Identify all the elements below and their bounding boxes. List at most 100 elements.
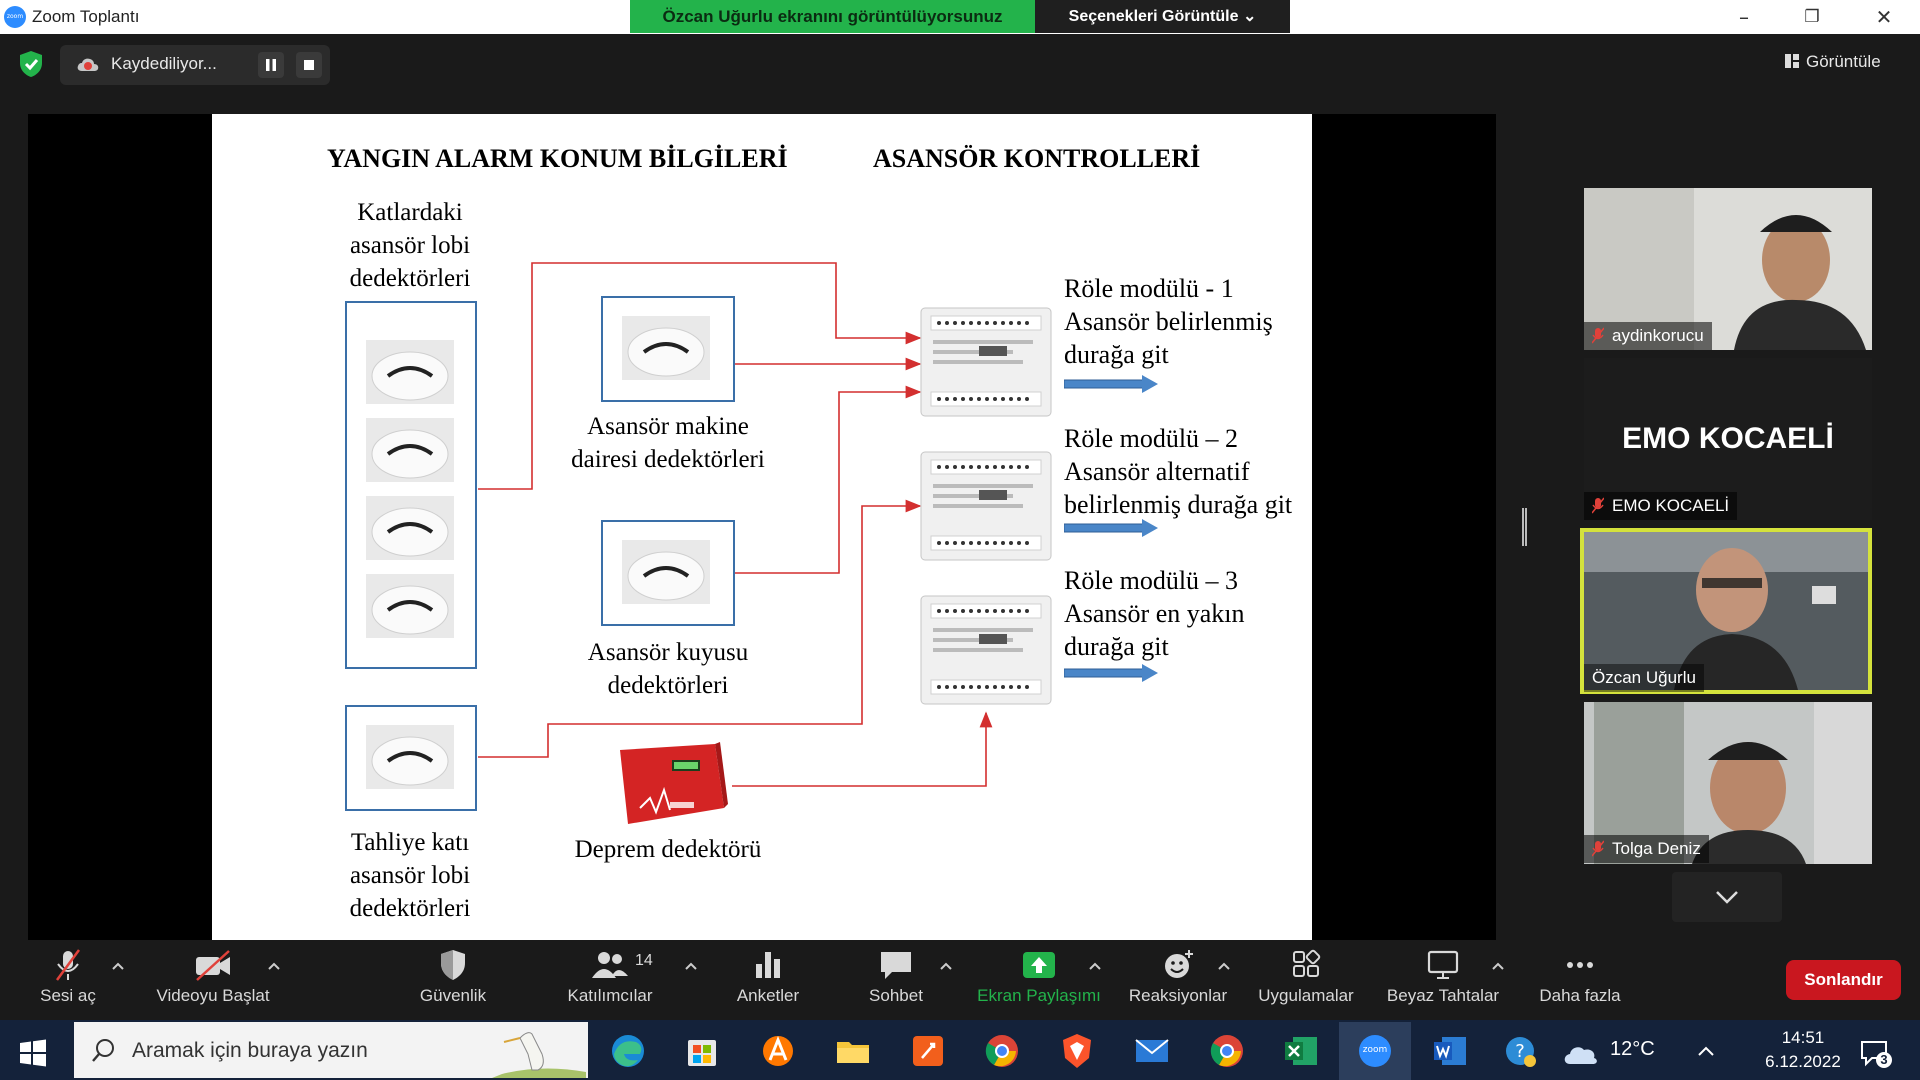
panel-resize-handle[interactable] xyxy=(1522,508,1527,546)
view-button[interactable]: Görüntüle xyxy=(1784,46,1904,78)
more-button[interactable]: Daha fazla xyxy=(1520,948,1640,1012)
participants-button[interactable]: 14 Katılımcılar xyxy=(550,948,670,1012)
reactions-button[interactable]: Reaksiyonlar xyxy=(1118,948,1238,1012)
relay-module-icon xyxy=(920,451,1052,561)
clock-time: 14:51 xyxy=(1781,1028,1825,1047)
windows-start-icon[interactable] xyxy=(18,1038,48,1068)
relay-desc: durağa git xyxy=(1064,632,1169,661)
cloud-recording-icon xyxy=(77,58,99,71)
view-options-label: Seçenekleri Görüntüle xyxy=(1068,8,1239,25)
chevron-up-icon[interactable] xyxy=(266,960,282,972)
label-line: asansör lobi xyxy=(349,862,471,889)
start-video-button[interactable]: Videoyu Başlat xyxy=(153,948,273,1012)
people-icon xyxy=(592,952,628,978)
stop-recording-button[interactable] xyxy=(296,52,322,78)
polls-button[interactable]: Anketler xyxy=(708,948,828,1012)
recording-indicator xyxy=(60,45,330,85)
chevron-up-icon[interactable] xyxy=(1216,960,1232,972)
notification-center-icon[interactable] xyxy=(1858,1036,1894,1070)
muted-mic-icon xyxy=(55,949,81,981)
label-line: Asansör makine xyxy=(587,413,749,440)
chevron-up-icon[interactable] xyxy=(683,960,699,972)
active-speaker-video-tile[interactable] xyxy=(1580,528,1872,694)
label-line: Asansör kuyusu xyxy=(587,639,749,666)
excel-icon[interactable] xyxy=(1279,1030,1323,1072)
video-off-icon xyxy=(196,950,230,981)
end-meeting-button[interactable]: Sonlandır xyxy=(1786,960,1901,1000)
minimize-icon[interactable]: – xyxy=(1739,5,1749,29)
pause-recording-button[interactable] xyxy=(258,52,284,78)
participants-count: 14 xyxy=(635,952,653,969)
svg-text:?: ? xyxy=(1515,1041,1525,1062)
chevron-up-icon[interactable] xyxy=(1490,960,1506,972)
notification-count: 3 xyxy=(1880,1052,1888,1067)
view-options-button[interactable]: Seçenekleri Görüntüle ⌄ xyxy=(1035,0,1290,33)
word-icon[interactable] xyxy=(1428,1030,1472,1072)
label-line: dedektörleri xyxy=(349,265,471,292)
relay-desc: Asansör en yakın xyxy=(1064,599,1245,628)
brave-icon[interactable] xyxy=(1055,1030,1099,1072)
zoom-icon[interactable] xyxy=(1353,1030,1397,1072)
polls-label: Anketler xyxy=(736,986,800,1005)
chevron-up-icon[interactable] xyxy=(1696,1042,1716,1062)
relay-title: Röle modülü – 2 xyxy=(1064,424,1239,453)
store-icon[interactable] xyxy=(680,1030,724,1072)
participant-name-tag: Özcan Uğurlu xyxy=(1584,664,1704,692)
slide-title-left: YANGIN ALARM KONUM BİLGİLERİ xyxy=(327,144,788,173)
green-shield-check-icon[interactable] xyxy=(18,50,44,78)
mail-icon[interactable] xyxy=(1130,1030,1174,1072)
taskbar-clock[interactable]: 14:51 6.12.2022 xyxy=(1748,1026,1858,1074)
share-screen-button[interactable]: Ekran Paylaşımı xyxy=(971,948,1107,1012)
chevron-up-icon[interactable] xyxy=(110,960,126,972)
label-line: dedektörleri xyxy=(349,895,471,922)
muted-mic-icon xyxy=(1592,840,1604,857)
taskbar-search-box[interactable] xyxy=(74,1022,588,1078)
chrome-icon[interactable] xyxy=(1205,1030,1249,1072)
bar-chart-icon xyxy=(756,952,780,978)
apps-button[interactable]: Uygulamalar xyxy=(1246,948,1366,1012)
unmute-label: Sesi aç xyxy=(40,986,96,1005)
chat-bubble-icon xyxy=(881,952,911,979)
file-explorer-icon[interactable] xyxy=(831,1030,875,1072)
chevron-down-icon xyxy=(1716,891,1738,904)
relay-2-text: Röle modülü – 2 Asansör alternatif belir… xyxy=(1064,422,1292,521)
window-title: Zoom Toplantı xyxy=(32,7,140,26)
smoke-detector-icon xyxy=(622,540,710,604)
start-video-label: Videoyu Başlat xyxy=(156,986,270,1005)
muted-mic-icon xyxy=(1592,497,1604,514)
shaft-label: Asansör kuyusu dedektörleri xyxy=(548,636,788,702)
label-line: dairesi dedektörleri xyxy=(571,446,765,473)
chevron-up-icon[interactable] xyxy=(938,960,954,972)
participant-video xyxy=(1584,532,1868,690)
chevron-up-icon[interactable] xyxy=(1087,960,1103,972)
relay-title: Röle modülü – 3 xyxy=(1064,566,1239,595)
participant-name-tag: aydinkorucu xyxy=(1584,322,1712,350)
participant-name-tag: Tolga Deniz xyxy=(1584,835,1709,863)
help-icon[interactable]: ? xyxy=(1498,1030,1542,1072)
weather-temperature[interactable]: 12°C xyxy=(1610,1038,1655,1060)
unmute-button[interactable]: Sesi aç xyxy=(8,948,128,1012)
participant-name: aydinkorucu xyxy=(1612,326,1704,345)
more-label: Daha fazla xyxy=(1539,986,1621,1005)
pause-icon xyxy=(266,59,276,71)
smoke-detector-icon xyxy=(622,316,710,380)
relay-desc: durağa git xyxy=(1064,340,1169,369)
participants-label: Katılımcılar xyxy=(567,986,653,1005)
edge-icon[interactable] xyxy=(606,1030,650,1072)
whiteboards-button[interactable]: Beyaz Tahtalar xyxy=(1383,948,1503,1012)
gallery-scroll-down-button[interactable] xyxy=(1672,872,1782,922)
label-line: asansör lobi xyxy=(349,232,471,259)
close-icon[interactable]: ✕ xyxy=(1875,5,1893,29)
restore-icon[interactable]: ❐ xyxy=(1804,7,1820,27)
relay-module-icon xyxy=(920,595,1052,705)
cloud-weather-icon xyxy=(1564,1047,1597,1064)
chrome-icon[interactable] xyxy=(980,1030,1024,1072)
security-button[interactable]: Güvenlik xyxy=(393,948,513,1012)
avast-icon[interactable] xyxy=(756,1030,800,1072)
signal-connector-lines xyxy=(478,262,993,787)
smoke-detector-icon xyxy=(366,418,454,482)
relay-3-text: Röle modülü – 3 Asansör en yakın durağa … xyxy=(1064,564,1245,663)
relay-desc: Asansör belirlenmiş xyxy=(1064,307,1273,336)
chat-button[interactable]: Sohbet xyxy=(836,948,956,1012)
rocket-app-icon[interactable] xyxy=(906,1030,950,1072)
